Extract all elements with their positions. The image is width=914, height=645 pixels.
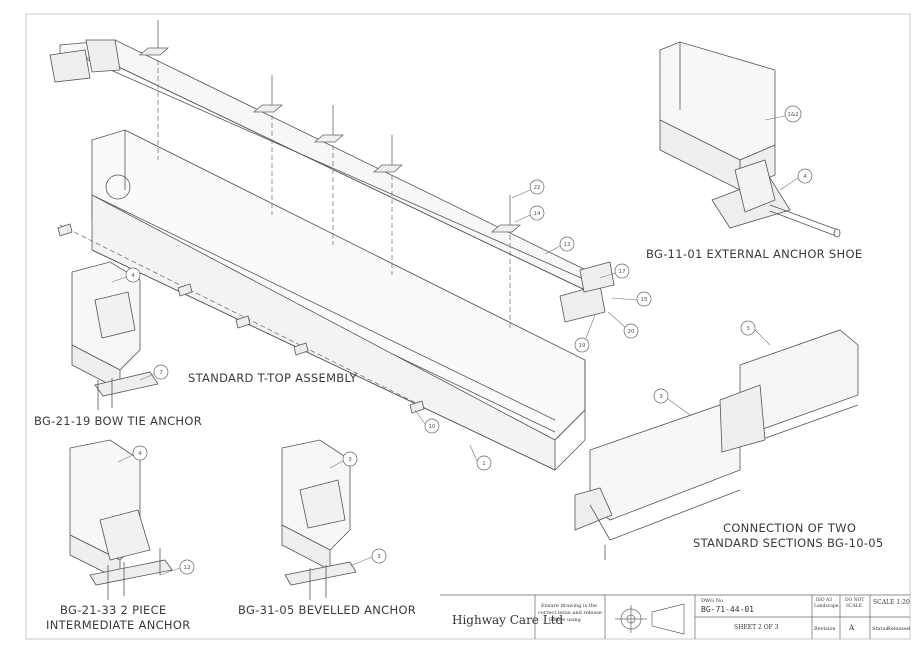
- status-label: Status: [872, 626, 889, 632]
- dwg-no-label: DWG No: [701, 598, 724, 604]
- note-line3: before using: [549, 617, 581, 623]
- balloon-text: 20: [628, 329, 635, 335]
- balloon-text: 3: [746, 326, 750, 332]
- bevelled-label: BG-31-05 BEVELLED ANCHOR: [238, 603, 417, 617]
- dwg-no: BG-71-44-01: [701, 605, 754, 614]
- balloon-19: [574, 337, 590, 353]
- paper-size: ISO A3: [816, 598, 833, 603]
- balloon-3b: [653, 388, 669, 404]
- balloon-7: [153, 364, 169, 380]
- balloon-text: 1: [482, 461, 486, 467]
- balloon-leaders: [111, 115, 799, 576]
- balloon-4b: [125, 267, 141, 283]
- balloon-text: 3: [377, 554, 381, 560]
- revision-label: Revision: [814, 626, 836, 632]
- balloon-text: 7: [159, 370, 163, 376]
- balloon-text: 4: [803, 174, 807, 180]
- do-not-scale-1: DO NOT: [845, 598, 865, 603]
- balloon-text: 10: [429, 424, 436, 430]
- balloon-text: 13: [564, 242, 571, 248]
- balloon-text: 3: [659, 394, 663, 400]
- bow-tie-anchor-drawing: [71, 261, 159, 410]
- company-name: Highway Care Ltd: [452, 613, 564, 627]
- balloon-text: 14: [534, 211, 541, 217]
- balloon-text: 15: [641, 297, 648, 303]
- balloon-text: 4: [138, 451, 142, 457]
- orientation: Landscape: [814, 604, 839, 609]
- standard-assembly-label: STANDARD T-TOP ASSEMBLY: [188, 371, 358, 385]
- part-balloons: [125, 105, 813, 575]
- balloon-3c: [740, 320, 756, 336]
- balloon-4a: [797, 168, 813, 184]
- balloon-17: [614, 263, 630, 279]
- revision: A: [849, 624, 855, 632]
- note-line1: Ensure drawing is the: [541, 603, 597, 609]
- two-piece-label-line2: INTERMEDIATE ANCHOR: [46, 618, 191, 632]
- balloon-text: 12: [184, 565, 191, 571]
- connection-label-line2: STANDARD SECTIONS BG-10-05: [693, 536, 884, 550]
- balloon-numbers: 22 14 13 17 15 20 19 1 10 1&2 4 4 7 4 3 …: [131, 112, 807, 571]
- balloon-20: [623, 323, 639, 339]
- balloon-3a: [342, 451, 358, 467]
- sheet-border: [25, 13, 911, 640]
- bow-tie-label: BG-21-19 BOW TIE ANCHOR: [34, 414, 203, 428]
- balloon-text: 19: [579, 343, 586, 349]
- two-piece-label-line1: BG-21-33 2 PIECE: [60, 603, 167, 617]
- balloon-1: [476, 455, 492, 471]
- scale: SCALE 1:20: [873, 599, 910, 606]
- balloon-14: [529, 205, 545, 221]
- balloon-text: 1&2: [787, 112, 798, 118]
- balloon-text: 22: [534, 185, 541, 191]
- balloon-13: [559, 236, 575, 252]
- bevelled-anchor-drawing: [281, 439, 357, 600]
- standard-t-top-assembly-drawing: [49, 20, 615, 471]
- balloon-1-2: [784, 105, 802, 123]
- note-line2: correct issue and release: [538, 610, 602, 616]
- balloon-22: [529, 179, 545, 195]
- balloon-4c: [132, 445, 148, 461]
- balloon-12: [371, 548, 387, 564]
- do-not-scale-2: SCALE: [846, 604, 863, 609]
- balloon-8: [179, 559, 195, 575]
- external-anchor-shoe-drawing: [659, 41, 841, 238]
- balloon-10: [424, 418, 440, 434]
- title-block: [440, 594, 910, 639]
- balloon-15: [636, 291, 652, 307]
- balloon-text: 4: [131, 273, 135, 279]
- connection-drawing: [574, 329, 859, 560]
- connection-label-line1: CONNECTION OF TWO: [723, 521, 857, 535]
- two-piece-anchor-drawing: [69, 439, 173, 600]
- balloon-text: 17: [619, 269, 626, 275]
- external-anchor-label: BG-11-01 EXTERNAL ANCHOR SHOE: [646, 247, 863, 261]
- balloon-text: 3: [348, 457, 352, 463]
- status: Released: [887, 626, 910, 632]
- sheet-number: SHEET 2 OF 3: [734, 624, 779, 631]
